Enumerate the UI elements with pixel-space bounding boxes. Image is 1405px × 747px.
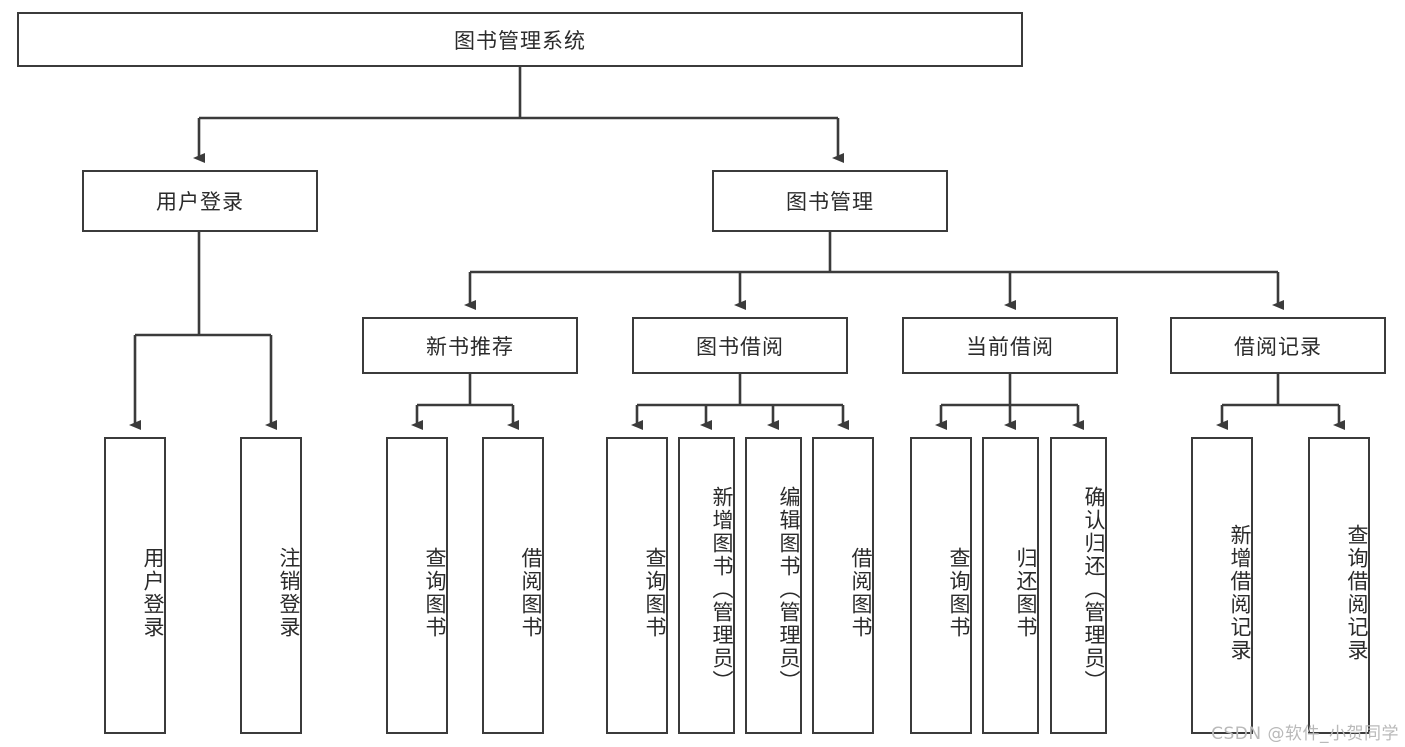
leaf-edit-book-admin[interactable]: 编辑图书（管理员） <box>745 437 802 734</box>
node-label: 查询图书 <box>947 546 971 639</box>
leaf-query-borrow-record[interactable]: 查询借阅记录 <box>1308 437 1370 734</box>
leaf-borrow-books[interactable]: 借阅图书 <box>812 437 874 734</box>
leaf-user-login[interactable]: 用户登录 <box>104 437 166 734</box>
node-book-management[interactable]: 图书管理 <box>712 170 948 232</box>
leaf-add-borrow-record[interactable]: 新增借阅记录 <box>1191 437 1253 734</box>
node-label: 查询图书 <box>423 546 447 639</box>
node-label: 图书借阅 <box>696 334 784 359</box>
node-label: 查询借阅记录 <box>1345 523 1369 662</box>
leaf-confirm-return-admin[interactable]: 确认归还（管理员） <box>1050 437 1107 734</box>
node-current-borrow[interactable]: 当前借阅 <box>902 317 1118 374</box>
leaf-add-book-admin[interactable]: 新增图书（管理员） <box>678 437 735 734</box>
node-label: 借阅图书 <box>849 546 873 639</box>
leaf-query-books-recommendation[interactable]: 查询图书 <box>386 437 448 734</box>
node-book-borrow[interactable]: 图书借阅 <box>632 317 848 374</box>
node-label: 用户登录 <box>156 190 244 214</box>
node-label: 查询图书 <box>643 546 667 639</box>
leaf-return-books[interactable]: 归还图书 <box>982 437 1039 734</box>
leaf-query-books-borrow[interactable]: 查询图书 <box>606 437 668 734</box>
node-label: 新增借阅记录 <box>1228 523 1252 662</box>
leaf-borrow-books-recommendation[interactable]: 借阅图书 <box>482 437 544 734</box>
leaf-query-books-current[interactable]: 查询图书 <box>910 437 972 734</box>
node-label: 注销登录 <box>277 546 301 639</box>
csdn-watermark: CSDN @软件_小贺同学 <box>1211 724 1399 744</box>
node-label: 新书推荐 <box>426 334 514 359</box>
node-label: 确认归还（管理员） <box>1082 486 1106 693</box>
node-label: 当前借阅 <box>966 334 1054 359</box>
node-label: 图书管理系统 <box>454 28 586 53</box>
leaf-logout[interactable]: 注销登录 <box>240 437 302 734</box>
node-label: 借阅图书 <box>519 546 543 639</box>
node-label: 编辑图书（管理员） <box>777 486 801 693</box>
node-user-login[interactable]: 用户登录 <box>82 170 318 232</box>
node-label: 借阅记录 <box>1234 334 1322 359</box>
node-label: 图书管理 <box>786 190 874 214</box>
node-new-book-recommendation[interactable]: 新书推荐 <box>362 317 578 374</box>
node-label: 归还图书 <box>1014 546 1038 639</box>
node-borrow-records[interactable]: 借阅记录 <box>1170 317 1386 374</box>
node-label: 用户登录 <box>141 546 165 639</box>
node-root-book-management-system[interactable]: 图书管理系统 <box>17 12 1023 67</box>
node-label: 新增图书（管理员） <box>710 486 734 693</box>
